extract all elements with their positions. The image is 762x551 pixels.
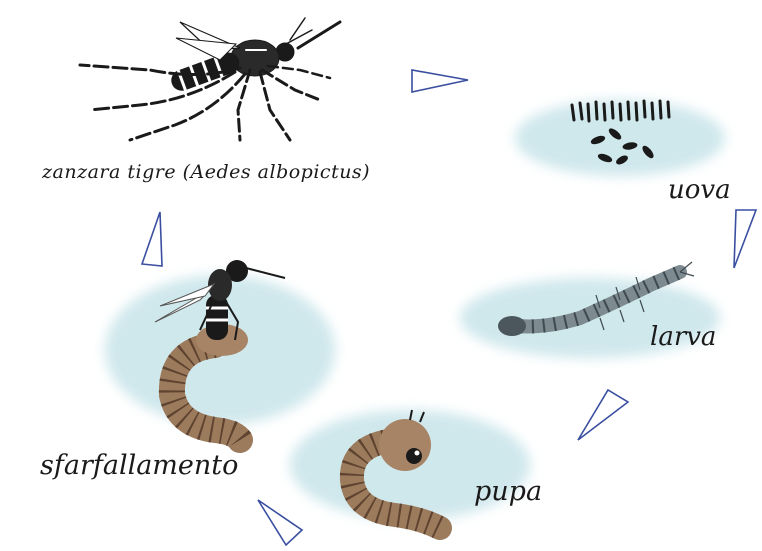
- label-pupa: pupa: [474, 476, 542, 507]
- label-eggs: uova: [668, 175, 731, 205]
- label-larva: larva: [650, 322, 716, 352]
- cycle-arrow-icon: [412, 70, 468, 92]
- cycle-arrow-icon: [734, 210, 756, 268]
- cycle-arrow-icon: [578, 390, 628, 440]
- label-emergence: sfarfallamento: [40, 450, 238, 481]
- label-adult: zanzara tigre (Aedes albopictus): [42, 161, 370, 183]
- mosquito-adult-icon: [80, 18, 340, 140]
- cycle-arrow-icon: [142, 212, 162, 266]
- cycle-arrow-icon: [258, 500, 302, 545]
